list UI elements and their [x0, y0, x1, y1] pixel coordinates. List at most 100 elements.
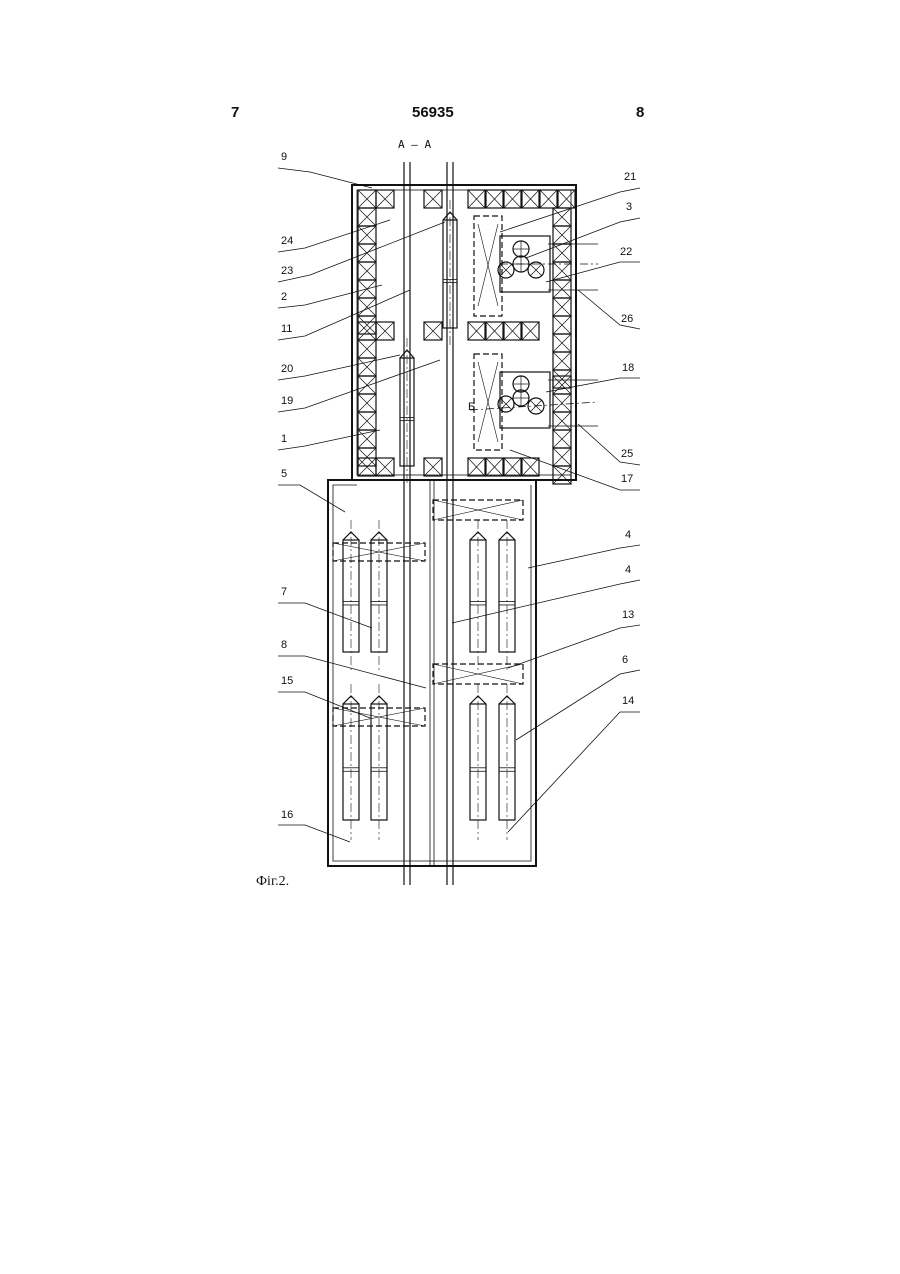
reference-label: 20: [281, 363, 293, 375]
hatch-block: [358, 262, 376, 280]
reference-label: 17: [621, 473, 633, 485]
cartridge: [470, 520, 486, 672]
reference-label: 8: [281, 639, 287, 651]
reference-label: 3: [626, 201, 632, 213]
cartridge: [470, 684, 486, 840]
hatch-block: [376, 190, 394, 208]
leader-line: [278, 692, 370, 718]
hatch-block: [486, 190, 503, 208]
hatch-block: [522, 322, 539, 340]
reference-label: 7: [281, 586, 287, 598]
hatch-block: [358, 412, 376, 430]
hatch-block: [553, 226, 571, 244]
hatch-block: [553, 352, 571, 370]
hatch-block: [468, 190, 485, 208]
cartridge: [499, 520, 515, 672]
hatch-block: [553, 334, 571, 352]
reference-label: 16: [281, 809, 293, 821]
hatch-block: [358, 458, 376, 476]
reference-label: 19: [281, 395, 293, 407]
upper-housing: [352, 185, 576, 480]
hatch-block: [424, 458, 442, 476]
hatch-block: [504, 458, 521, 476]
hatch-block: [358, 376, 376, 394]
hatch-block: [358, 190, 376, 208]
right-chamber-upper: [474, 216, 598, 316]
reference-label: 11: [281, 323, 292, 335]
hatch-block: [424, 322, 442, 340]
hatch-block: [504, 322, 521, 340]
hatch-block: [553, 316, 571, 334]
cartridge: [400, 338, 414, 486]
gear-icon: [528, 262, 544, 278]
hatch-block: [358, 340, 376, 358]
central-rods: [404, 162, 453, 885]
hatch-block: [553, 298, 571, 316]
leader-lines: [278, 168, 640, 842]
hatch-block: [553, 208, 571, 226]
reference-label: 22: [620, 246, 632, 258]
gear-icon: [513, 256, 529, 272]
reference-label: 18: [622, 362, 634, 374]
lower-housing: [328, 480, 576, 866]
cartridge: [443, 200, 457, 348]
cartridges: [343, 200, 515, 840]
hatch-block: [358, 208, 376, 226]
hatch-block: [358, 394, 376, 412]
hatch-block: [553, 394, 571, 412]
leader-line: [278, 485, 345, 512]
hatched-wall-blocks: [358, 190, 575, 484]
reference-label: 4: [625, 564, 631, 576]
reference-label: 4: [625, 529, 631, 541]
hatch-block: [486, 322, 503, 340]
hatch-block: [553, 448, 571, 466]
hatch-block: [424, 190, 442, 208]
reference-label: 6: [622, 654, 628, 666]
hatch-block: [376, 458, 394, 476]
hatch-block: [358, 226, 376, 244]
cartridge: [499, 684, 515, 840]
reference-label: 9: [281, 151, 287, 163]
reference-label: 13: [622, 609, 634, 621]
hatch-block: [468, 458, 485, 476]
reference-label: 26: [621, 313, 633, 325]
hatch-block: [558, 190, 575, 208]
section-label: А – А: [398, 138, 431, 151]
leader-line: [508, 712, 640, 832]
hatch-block: [553, 280, 571, 298]
reference-label: 25: [621, 448, 633, 460]
hatch-block: [376, 322, 394, 340]
reference-label: 15: [281, 675, 293, 687]
reference-label: 1: [281, 433, 287, 445]
reference-label: 24: [281, 235, 293, 247]
gear-icon: [513, 241, 529, 257]
right-chamber-lower: [470, 354, 598, 450]
reference-label: 2: [281, 291, 287, 303]
hatch-block: [522, 458, 539, 476]
hatch-block: [504, 190, 521, 208]
leader-line: [278, 825, 350, 842]
leader-line: [278, 430, 380, 450]
leader-line: [278, 290, 410, 340]
leader-line: [278, 360, 440, 412]
hatch-block: [553, 412, 571, 430]
hatch-block: [522, 190, 539, 208]
hatch-block: [358, 298, 376, 316]
hatch-block: [468, 322, 485, 340]
leader-line: [278, 355, 400, 380]
hatch-block: [540, 190, 557, 208]
leader-line: [278, 603, 372, 628]
reference-label: 14: [622, 695, 634, 707]
reference-label: 5: [281, 468, 287, 480]
leader-line: [278, 222, 445, 282]
reference-labels: 9242321120191578151621322261825174413614: [281, 151, 636, 821]
reference-label: 23: [281, 265, 293, 277]
leader-line: [528, 545, 640, 568]
hatch-block: [358, 448, 376, 466]
hatch-block: [553, 430, 571, 448]
leader-line: [508, 625, 640, 668]
gear-icon: [513, 390, 529, 406]
reference-label: 21: [624, 171, 636, 183]
leader-line: [546, 262, 640, 282]
